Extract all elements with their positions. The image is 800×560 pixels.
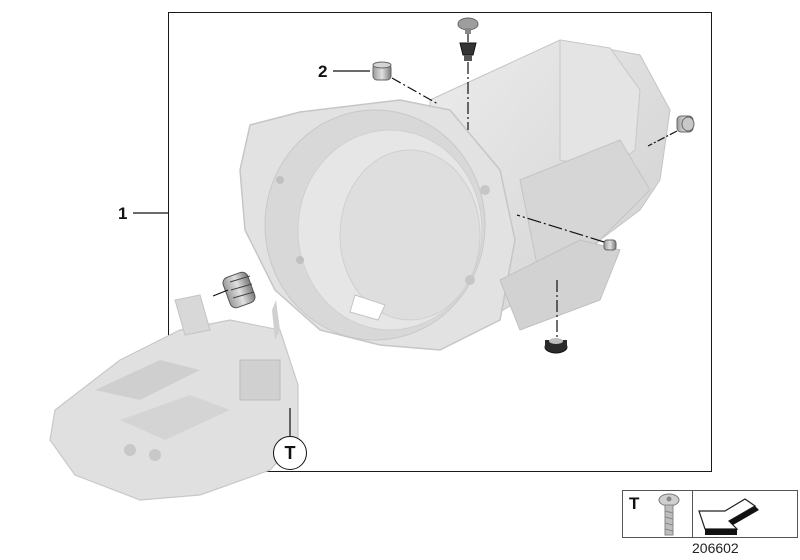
mechatronic-valve-body[interactable] xyxy=(49,294,299,501)
reference-number: 206602 xyxy=(692,540,739,556)
oil-pan[interactable] xyxy=(499,239,621,331)
drain-plug-bottom[interactable] xyxy=(544,338,568,354)
legend-torx-cell: T xyxy=(623,491,693,537)
torx-screw-icon xyxy=(658,493,680,536)
screw-plug-2[interactable] xyxy=(372,61,392,81)
filler-plug-top[interactable] xyxy=(459,42,477,61)
transmission-housing[interactable] xyxy=(239,39,671,351)
drain-plug-side[interactable] xyxy=(603,239,617,251)
callout-1[interactable]: 1 xyxy=(118,204,128,223)
legend-arrow-cell xyxy=(693,491,797,537)
legend-t-label: T xyxy=(629,494,640,513)
callout-2[interactable]: 2 xyxy=(318,62,328,81)
assembly-frame xyxy=(168,12,712,472)
callout-t-circle[interactable]: T xyxy=(273,436,307,470)
screw-plug-right[interactable] xyxy=(676,115,695,133)
callout-t-label: T xyxy=(284,442,296,463)
breather-cap[interactable] xyxy=(457,17,479,34)
installation-direction-icon xyxy=(698,498,759,535)
legend-box: T xyxy=(622,490,798,538)
connector-sleeve[interactable] xyxy=(221,271,256,310)
